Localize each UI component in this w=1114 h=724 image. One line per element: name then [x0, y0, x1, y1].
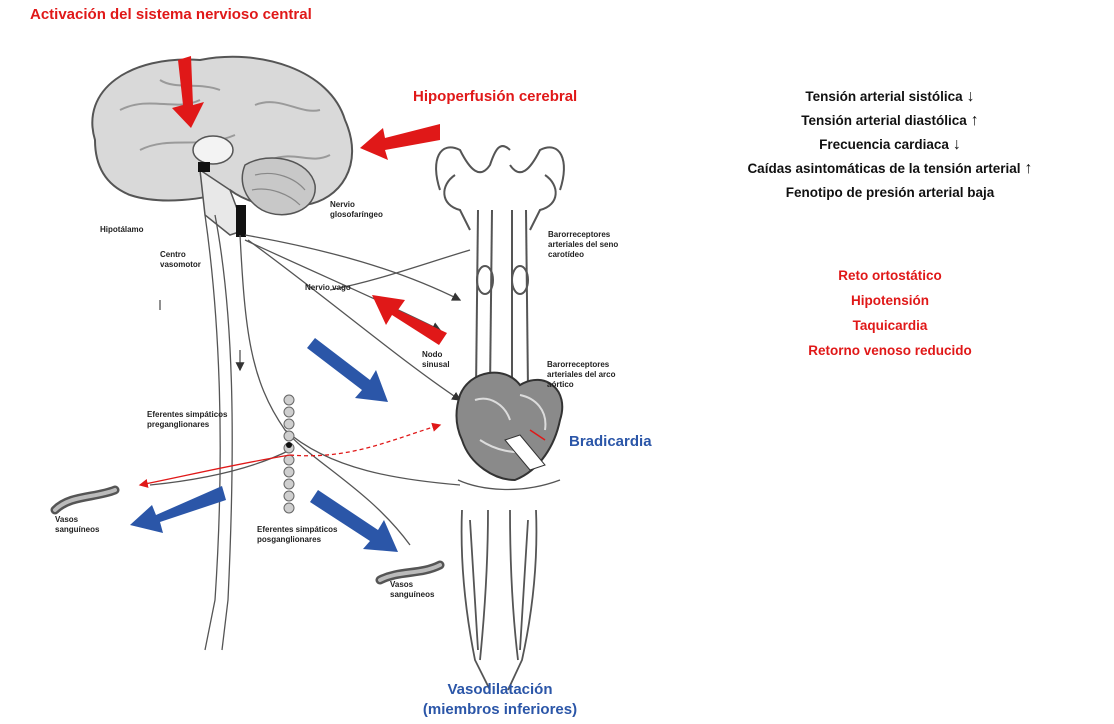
effect-item: Caídas asintomáticas de la tensión arter…	[690, 157, 1090, 181]
consequence-item: Reto ortostático	[760, 263, 1020, 288]
sympathetic-heart-line	[290, 425, 440, 456]
label-centro-vasomotor: Centro vasomotor	[160, 250, 220, 270]
hypoperfusion-label: Hipoperfusión cerebral	[413, 88, 577, 105]
label-baroreceptores-aortico: Barorreceptores arteriales del arco aórt…	[547, 360, 637, 390]
blood-vessel-right	[380, 565, 440, 580]
ganglion-dot	[286, 442, 292, 448]
vasodilation-arrow-left	[130, 486, 226, 533]
label-vasos-sanguineos-right: Vasos sanguíneos	[390, 580, 450, 600]
vasodilation-line1: Vasodilatación	[385, 680, 615, 700]
down-arrow-icon: ↓	[967, 88, 975, 105]
label-nervio-glosofaringeo: Nervio glosofaríngeo	[330, 200, 400, 220]
consequence-item: Taquicardia	[760, 313, 1020, 338]
cns-activation-title: Activación del sistema nervioso central	[30, 6, 312, 23]
effect-item: Tensión arterial sistólica↓	[690, 85, 1090, 109]
label-eferentes-preganglionares: Eferentes simpáticos preganglionares	[147, 410, 237, 430]
effect-item: Fenotipo de presión arterial baja	[690, 181, 1090, 205]
label-hipotalamo: Hipotálamo	[100, 225, 160, 235]
bradycardia-label: Bradicardia	[569, 433, 652, 450]
up-arrow-icon: ↑	[1025, 160, 1033, 177]
label-vasos-sanguineos-left: Vasos sanguíneos	[55, 515, 115, 535]
down-arrow-icon: ↓	[953, 136, 961, 153]
hemodynamic-effects-list: Tensión arterial sistólica↓ Tensión arte…	[690, 85, 1090, 205]
effect-item: Frecuencia cardiaca↓	[690, 133, 1090, 157]
label-eferentes-postganglionares: Eferentes simpáticos posganglionares	[257, 525, 347, 545]
label-nodo-sinusal: Nodo sinusal	[422, 350, 472, 370]
vasodilation-label: Vasodilatación (miembros inferiores)	[385, 680, 615, 720]
label-baroreceptores-carotideo: Barorreceptores arteriales del seno caro…	[548, 230, 638, 260]
consequence-item: Hipotensión	[760, 288, 1020, 313]
up-arrow-icon: ↑	[971, 112, 979, 129]
vasodilation-line2: (miembros inferiores)	[385, 700, 615, 720]
sympathetic-chain	[284, 395, 294, 513]
heart-bradycardia-arrow	[307, 338, 388, 402]
label-nervio-vago: Nervio vago	[305, 283, 375, 293]
brain-illustration	[92, 57, 352, 237]
hypoperfusion-arrow	[360, 124, 440, 160]
effect-item: Tensión arterial diastólica↑	[690, 109, 1090, 133]
vagal-arrow	[372, 295, 447, 345]
blood-vessel-left	[55, 490, 115, 510]
consequence-item: Retorno venoso reducido	[760, 338, 1020, 363]
heart-illustration	[456, 373, 562, 490]
legs-illustration	[462, 510, 537, 690]
sympathetic-vessel-line	[140, 455, 290, 485]
consequences-list: Reto ortostático Hipotensión Taquicardia…	[760, 263, 1020, 363]
